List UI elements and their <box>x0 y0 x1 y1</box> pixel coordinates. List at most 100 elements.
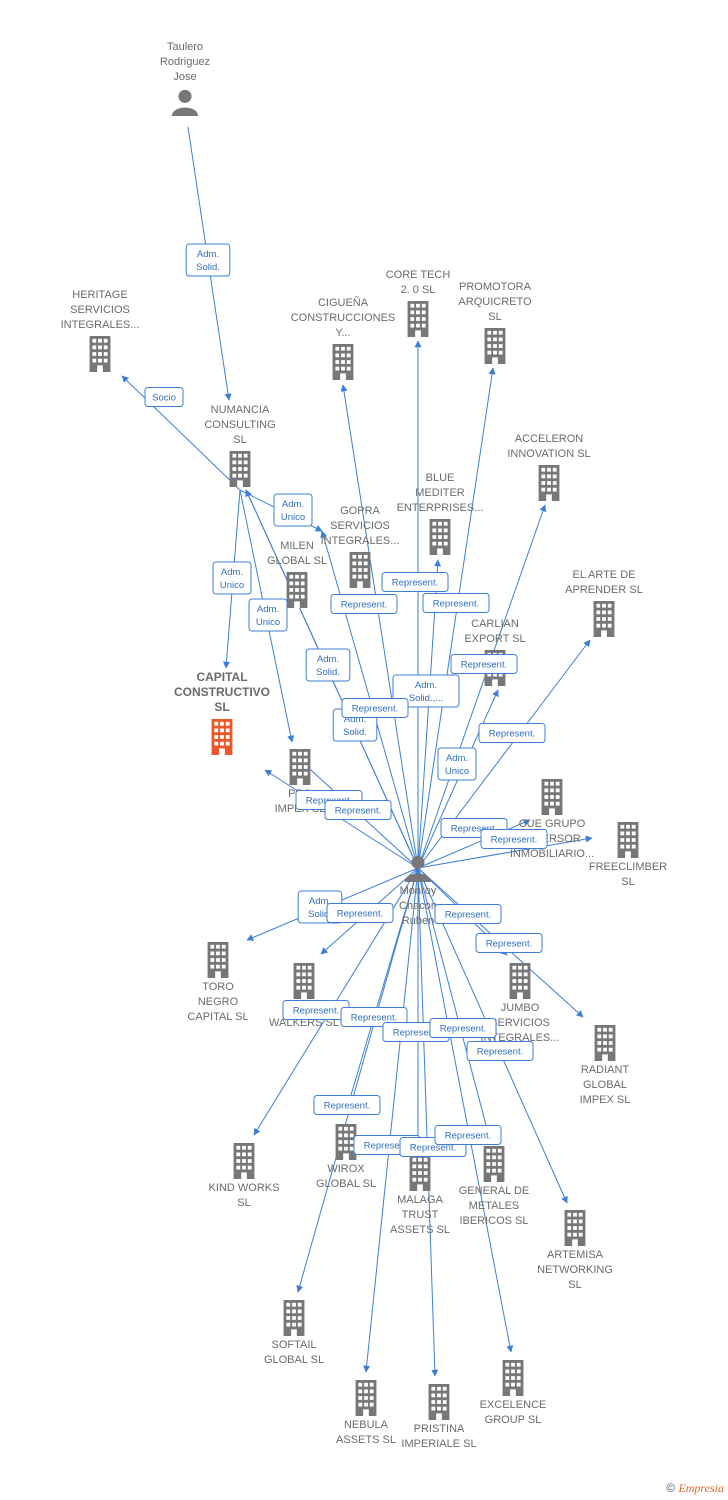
building-icon[interactable] <box>289 749 311 785</box>
node-label[interactable]: GOPRA <box>340 505 380 517</box>
node-label[interactable]: SL <box>488 311 501 323</box>
node-label[interactable]: MILEN <box>280 540 314 552</box>
node-label[interactable]: SERVICIOS <box>490 1017 550 1029</box>
building-icon[interactable] <box>484 328 506 364</box>
building-icon[interactable] <box>502 1360 524 1396</box>
node-gopra[interactable]: GOPRA SERVICIOS INTEGRALES... <box>321 505 400 588</box>
node-label[interactable]: GROUP SL <box>485 1414 542 1426</box>
node-label[interactable]: ARQUICRETO <box>458 296 532 308</box>
node-label[interactable]: SERVICIOS <box>70 304 130 316</box>
node-label[interactable]: CONSTRUCTIVO <box>174 685 270 699</box>
node-label[interactable]: INTEGRALES... <box>61 319 140 331</box>
building-icon[interactable] <box>335 1124 357 1160</box>
node-label[interactable]: Monroy <box>400 885 437 897</box>
node-label[interactable]: 2. 0 SL <box>401 284 436 296</box>
node-numancia[interactable]: NUMANCIA CONSULTING SL <box>204 404 276 487</box>
building-icon[interactable] <box>428 1384 450 1420</box>
person-icon[interactable] <box>171 89 199 116</box>
building-icon[interactable] <box>409 1155 431 1191</box>
node-label[interactable]: HERITAGE <box>72 289 127 301</box>
node-label[interactable]: IMPERIALE SL <box>401 1438 476 1450</box>
node-label[interactable]: CONSTRUCCIONES <box>291 312 396 324</box>
node-label[interactable]: TORO <box>202 981 234 993</box>
node-label[interactable]: INTEGRALES... <box>321 535 400 547</box>
node-coretech[interactable]: CORE TECH 2. 0 SL <box>386 269 451 337</box>
node-kindworks[interactable]: KIND WORKS SL <box>209 1143 280 1209</box>
building-icon[interactable] <box>564 1210 586 1246</box>
building-icon[interactable] <box>509 963 531 999</box>
node-label[interactable]: FREECLIMBER <box>589 861 667 873</box>
node-label[interactable]: NUMANCIA <box>211 404 270 416</box>
node-nebula[interactable]: NEBULA ASSETS SL <box>336 1380 396 1446</box>
node-label[interactable]: GLOBAL SL <box>264 1354 324 1366</box>
building-icon[interactable] <box>538 465 560 501</box>
node-label[interactable]: PRISTINA <box>414 1423 465 1435</box>
node-label[interactable]: ASSETS SL <box>390 1224 450 1236</box>
brand-logo[interactable]: Empresia <box>678 1481 724 1495</box>
building-icon[interactable] <box>355 1380 377 1416</box>
node-label[interactable]: CONSULTING <box>204 419 275 431</box>
node-label[interactable]: CIGUEÑA <box>318 296 369 309</box>
node-label[interactable]: MALAGA <box>397 1194 444 1206</box>
node-label[interactable]: BLUE <box>426 472 455 484</box>
node-label[interactable]: WIROX <box>327 1163 365 1175</box>
node-label[interactable]: NEGRO <box>198 996 239 1008</box>
node-label[interactable]: GENERAL DE <box>459 1185 530 1197</box>
building-icon[interactable] <box>283 1300 305 1336</box>
node-label[interactable]: CORE TECH <box>386 269 451 281</box>
building-icon[interactable] <box>429 519 451 555</box>
node-label[interactable]: GLOBAL <box>583 1079 627 1091</box>
building-icon[interactable] <box>332 344 354 380</box>
node-label[interactable]: ACCELERON <box>515 433 584 445</box>
node-label[interactable]: Jose <box>173 71 196 83</box>
node-label[interactable]: SERVICIOS <box>330 520 390 532</box>
node-radiant[interactable]: RADIANT GLOBAL IMPEX SL <box>580 1025 631 1106</box>
node-label[interactable]: CAPITAL <box>196 670 247 684</box>
node-label[interactable]: ENTERPRISES... <box>397 502 484 514</box>
node-label[interactable]: MEDITER <box>415 487 465 499</box>
node-label[interactable]: RADIANT <box>581 1064 630 1076</box>
node-label[interactable]: CUE GRUPO <box>519 818 586 830</box>
building-icon[interactable] <box>541 779 563 815</box>
node-label[interactable]: ASSETS SL <box>336 1434 396 1446</box>
node-label[interactable]: EL ARTE DE <box>573 569 636 581</box>
node-label[interactable]: INMOBILIARIO... <box>510 848 594 860</box>
node-label[interactable]: SL <box>237 1197 250 1209</box>
building-icon[interactable] <box>594 1025 616 1061</box>
node-ciguena[interactable]: CIGUEÑA CONSTRUCCIONES Y... <box>291 296 396 380</box>
building-icon[interactable] <box>229 451 251 487</box>
node-label[interactable]: GLOBAL SL <box>267 555 327 567</box>
building-icon[interactable] <box>89 336 111 372</box>
node-label[interactable]: Ruben <box>402 915 434 927</box>
node-label[interactable]: GLOBAL SL <box>316 1178 376 1190</box>
node-label[interactable]: Y... <box>335 327 350 339</box>
node-label[interactable]: SL <box>233 434 246 446</box>
building-icon[interactable] <box>617 822 639 858</box>
building-icon[interactable] <box>211 719 233 755</box>
building-icon[interactable] <box>207 942 229 978</box>
node-label[interactable]: SL <box>568 1279 581 1291</box>
node-label[interactable]: Chacon <box>399 900 437 912</box>
node-label[interactable]: EXCELENCE <box>480 1399 547 1411</box>
building-icon[interactable] <box>349 552 371 588</box>
node-label[interactable]: PROMOTORA <box>459 281 532 293</box>
building-icon[interactable] <box>593 601 615 637</box>
node-heritage[interactable]: HERITAGE SERVICIOS INTEGRALES... <box>61 289 140 372</box>
node-label[interactable]: KIND WORKS <box>209 1182 280 1194</box>
node-label[interactable]: IMPEX SL <box>580 1094 631 1106</box>
node-wirox[interactable]: WIROX GLOBAL SL <box>316 1124 376 1190</box>
building-icon[interactable] <box>233 1143 255 1179</box>
node-label[interactable]: NETWORKING <box>537 1264 613 1276</box>
node-label[interactable]: NEBULA <box>344 1419 389 1431</box>
